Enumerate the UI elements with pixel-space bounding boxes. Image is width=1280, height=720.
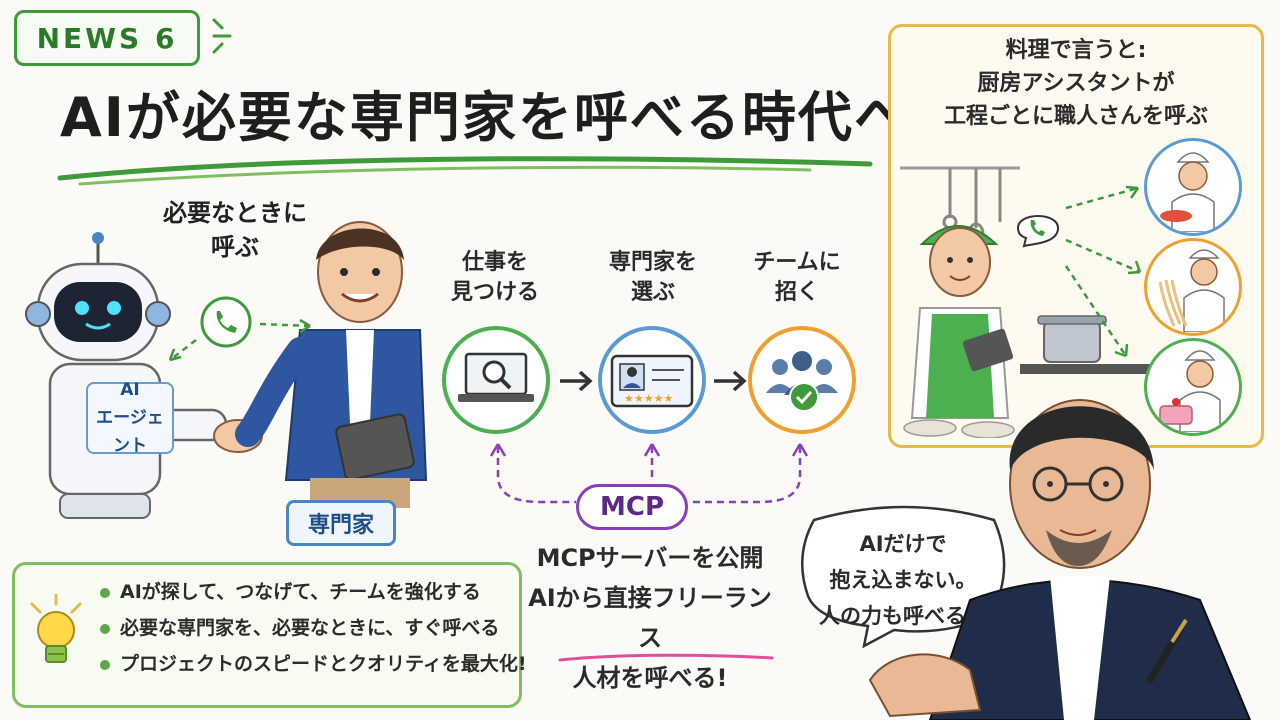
bullet-text: AIが探して、つなげて、チームを強化する	[120, 581, 481, 603]
robot-label-line1: AI	[120, 380, 140, 400]
step-2-label: 専門家を 選ぶ	[578, 248, 728, 308]
bullet-item: AIが探して、つなげて、チームを強化する	[100, 574, 510, 610]
kitchen-assistant-illustration	[900, 166, 1150, 438]
expert-tag: 専門家	[286, 500, 396, 546]
call-arrows	[168, 318, 311, 362]
kitchen-line1: 料理で言うと:	[1005, 38, 1147, 63]
bubble-line2: 抱え込まない。	[829, 568, 977, 592]
bullet-text: 必要な専門家を、必要なときに、すぐ呼べる	[120, 617, 500, 639]
step-2-circle: ★★★★★	[598, 326, 706, 434]
mcp-badge: MCP	[576, 484, 688, 530]
kitchen-analogy-text: 料理で言うと: 厨房アシスタントが 工程ごとに職人さんを呼ぶ	[900, 34, 1252, 133]
call-label-line2: 呼ぶ	[211, 233, 259, 261]
step-1-line1: 仕事を	[461, 250, 528, 275]
chef-circle-cake	[1144, 338, 1242, 436]
chef-circle-noodles	[1144, 238, 1242, 336]
bullet-dot	[100, 659, 110, 670]
chef-sushi-icon	[1160, 152, 1215, 232]
mcp-description: MCPサーバーを公開 AIから直接フリーランス 人材を呼べる!	[520, 538, 780, 698]
kitchen-line3: 工程ごとに職人さんを呼ぶ	[943, 104, 1208, 129]
bubble-line3: 人の力も呼べる。	[819, 604, 987, 628]
mcp-underline	[558, 653, 774, 662]
bubble-line1: AIだけで	[859, 532, 947, 556]
speech-bubble-text: AIだけで 抱え込まない。 人の力も呼べる。	[808, 526, 998, 634]
arrow-right-icon	[714, 370, 747, 392]
step-3-label: チームに 招く	[722, 248, 872, 308]
svg-text:★★★★★: ★★★★★	[624, 392, 673, 405]
call-label-line1: 必要なときに	[163, 199, 307, 227]
arrow-right-icon	[560, 370, 593, 392]
step-3-line1: チームに	[753, 250, 841, 275]
step-1-circle	[442, 326, 550, 434]
step-3-circle	[748, 326, 856, 434]
step-2-line2: 選ぶ	[630, 280, 675, 305]
summary-bullets: AIが探して、つなげて、チームを強化する 必要な専門家を、必要なときに、すぐ呼べ…	[100, 574, 527, 682]
lightbulb-icon	[30, 594, 82, 663]
phone-icon	[200, 296, 252, 348]
summary-box	[12, 562, 522, 708]
step-3-line2: 招く	[774, 280, 819, 305]
page-title: AIが必要な専門家を呼べる時代へ	[60, 86, 910, 149]
chef-circle-sushi	[1144, 138, 1242, 236]
mcp-line1: MCPサーバーを公開	[536, 544, 764, 572]
presenter-illustration	[868, 399, 1252, 720]
laptop-search-icon	[458, 352, 534, 402]
chef-noodles-icon	[1158, 249, 1225, 332]
kitchen-line2: 厨房アシスタントが	[977, 71, 1175, 96]
mcp-line2: AIから直接フリーランス	[528, 584, 772, 652]
mcp-line3: 人材を呼べる!	[572, 664, 728, 692]
robot-label-line2: エージェント	[96, 408, 164, 456]
phone-icon-kitchen	[1016, 215, 1060, 248]
team-check-icon	[766, 351, 838, 412]
sparkle-strokes	[212, 18, 232, 54]
kitchen-call-arrows	[1064, 185, 1142, 358]
chef-cake-icon	[1159, 350, 1221, 432]
step-1-line2: 見つける	[450, 280, 539, 305]
title-underline	[57, 156, 873, 186]
profile-card-icon: ★★★★★	[610, 354, 694, 408]
call-label: 必要なときに 呼ぶ	[150, 196, 320, 264]
bullet-dot	[100, 587, 110, 598]
news-tag: NEWS 6	[14, 10, 200, 66]
bullet-text: プロジェクトのスピードとクオリティを最大化!	[120, 653, 527, 675]
step-2-line1: 専門家を	[608, 250, 697, 275]
step-1-label: 仕事を 見つける	[420, 248, 570, 308]
bullet-item: プロジェクトのスピードとクオリティを最大化!	[100, 646, 527, 682]
bullet-item: 必要な専門家を、必要なときに、すぐ呼べる	[100, 610, 510, 646]
robot-chest-label: AI エージェント	[86, 380, 174, 456]
bullet-dot	[100, 623, 110, 634]
mcp-connector-arrows	[489, 443, 809, 504]
